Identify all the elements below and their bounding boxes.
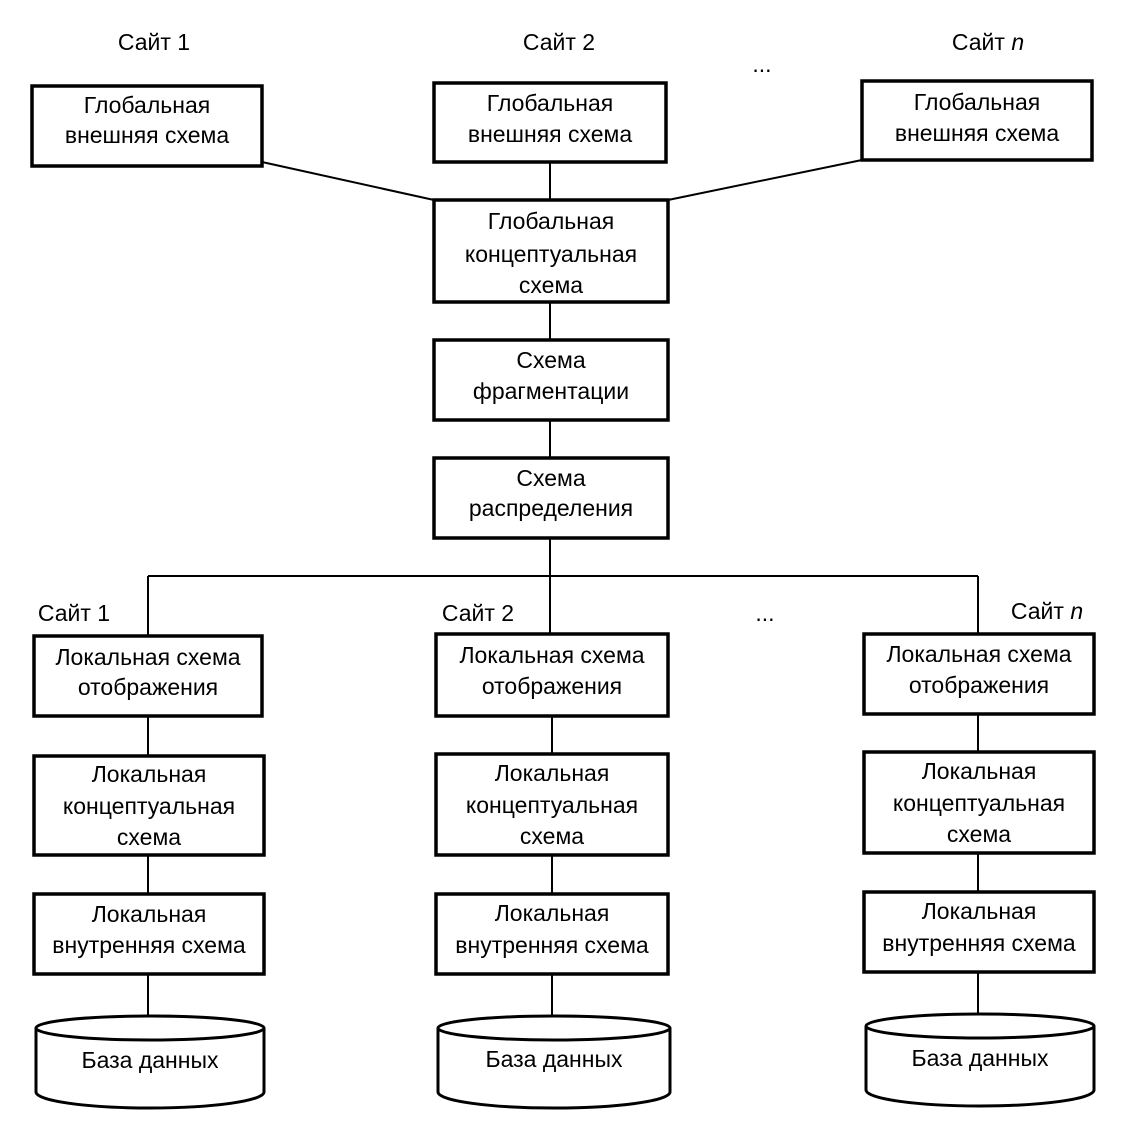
database-cylinder-siten: База данных [864,1012,1096,1108]
top-ellipsis: ... [752,51,771,77]
global-conceptual-schema: Глобальная концептуальная схема [432,198,670,304]
local-mapping-schema-siten-line2: отображения [909,672,1049,698]
distribution-schema-line2: распределения [469,495,633,521]
local-conceptual-schema-site1-line3: схема [117,824,181,850]
global-external-schema-siten-line2: внешняя схема [895,120,1060,146]
local-internal-schema-site1-line2: внутренняя схема [52,932,246,958]
local-internal-schema-site1: Локальная внутренняя схема [32,892,266,976]
database-cylinder-site1: База данных [34,1014,266,1110]
top-site-label-n-word: Сайт [952,29,1011,55]
local-conceptual-schema-siten-line2: концептуальная [893,790,1065,816]
local-site-labels: Сайт 1 Сайт 2 Сайт n ... [38,598,1083,626]
local-conceptual-schema-site2-line3: схема [520,823,584,849]
global-conceptual-schema-line1: Глобальная [488,208,614,234]
local-site-label-1: Сайт 1 [38,600,110,626]
database-cylinder-site2: База данных [436,1014,672,1110]
local-conceptual-schema-siten-line1: Локальная [922,758,1037,784]
connector-lines [147,159,979,1016]
global-external-schema-site1-line1: Глобальная [84,92,210,118]
local-internal-schema-siten: Локальная внутренняя схема [862,890,1096,974]
local-conceptual-schema-site1-line1: Локальная [92,761,207,787]
top-site-label-1: Сайт 1 [118,29,190,55]
connector-global-external-1-to-conceptual [261,161,435,201]
local-conceptual-schema-site1: Локальная концептуальная схема [32,754,266,857]
local-internal-schema-siten-line2: внутренняя схема [882,930,1076,956]
database-label-site2: База данных [485,1046,623,1072]
global-external-schema-site2-line1: Глобальная [487,90,613,116]
global-external-schema-site2-line2: внешняя схема [468,121,633,147]
global-conceptual-schema-line3: схема [519,272,583,298]
top-site-label-2: Сайт 2 [523,29,595,55]
global-external-schema-site2: Глобальная внешняя схема [432,81,668,164]
top-site-labels: Сайт 1 Сайт 2 Сайт n ... [118,29,1024,77]
local-mapping-schema-site2: Локальная схема отображения [434,632,670,718]
local-mapping-schema-siten: Локальная схема отображения [862,632,1096,716]
global-external-schema-siten-line1: Глобальная [914,89,1040,115]
local-site-label-n-letter: n [1070,598,1083,624]
fragmentation-schema-line2: фрагментации [473,378,629,404]
local-conceptual-schema-siten-line3: схема [947,821,1011,847]
global-conceptual-schema-line2: концептуальная [465,241,637,267]
database-label-site1: База данных [81,1047,219,1073]
local-site-label-2: Сайт 2 [442,600,514,626]
distribution-schema: Схема распределения [432,456,670,540]
local-internal-schema-site2: Локальная внутренняя схема [434,892,670,976]
local-mapping-schema-site1-line1: Локальная схема [55,644,240,670]
local-ellipsis: ... [755,600,774,626]
local-mapping-schema-site2-line2: отображения [482,673,622,699]
local-internal-schema-site1-line1: Локальная [92,901,207,927]
local-internal-schema-site2-line1: Локальная [495,900,610,926]
local-conceptual-schema-site2: Локальная концептуальная схема [434,752,670,857]
top-site-label-n: Сайт n [952,29,1024,55]
local-mapping-schema-siten-line1: Локальная схема [886,641,1071,667]
local-site-label-n: Сайт n [1011,598,1083,624]
local-internal-schema-site2-line2: внутренняя схема [455,932,649,958]
fragmentation-schema: Схема фрагментации [432,338,670,422]
local-internal-schema-siten-line1: Локальная [922,898,1037,924]
global-external-schema-siten: Глобальная внешняя схема [860,79,1094,162]
local-conceptual-schema-siten: Локальная концептуальная схема [862,750,1096,855]
connector-global-external-n-to-conceptual [667,159,863,201]
local-conceptual-schema-site2-line2: концептуальная [466,792,638,818]
top-site-label-n-letter: n [1011,29,1024,55]
fragmentation-schema-line1: Схема [516,347,585,373]
local-mapping-schema-site1-line2: отображения [78,674,218,700]
local-site-label-n-word: Сайт [1011,598,1070,624]
local-conceptual-schema-site2-line1: Локальная [495,760,610,786]
local-conceptual-schema-site1-line2: концептуальная [63,793,235,819]
local-mapping-schema-site1: Локальная схема отображения [32,634,264,718]
global-external-schema-site1-line2: внешняя схема [65,122,230,148]
database-label-siten: База данных [911,1045,1049,1071]
global-external-schema-site1: Глобальная внешняя схема [30,84,264,168]
local-mapping-schema-site2-line1: Локальная схема [459,642,644,668]
distribution-schema-line1: Схема [516,465,585,491]
